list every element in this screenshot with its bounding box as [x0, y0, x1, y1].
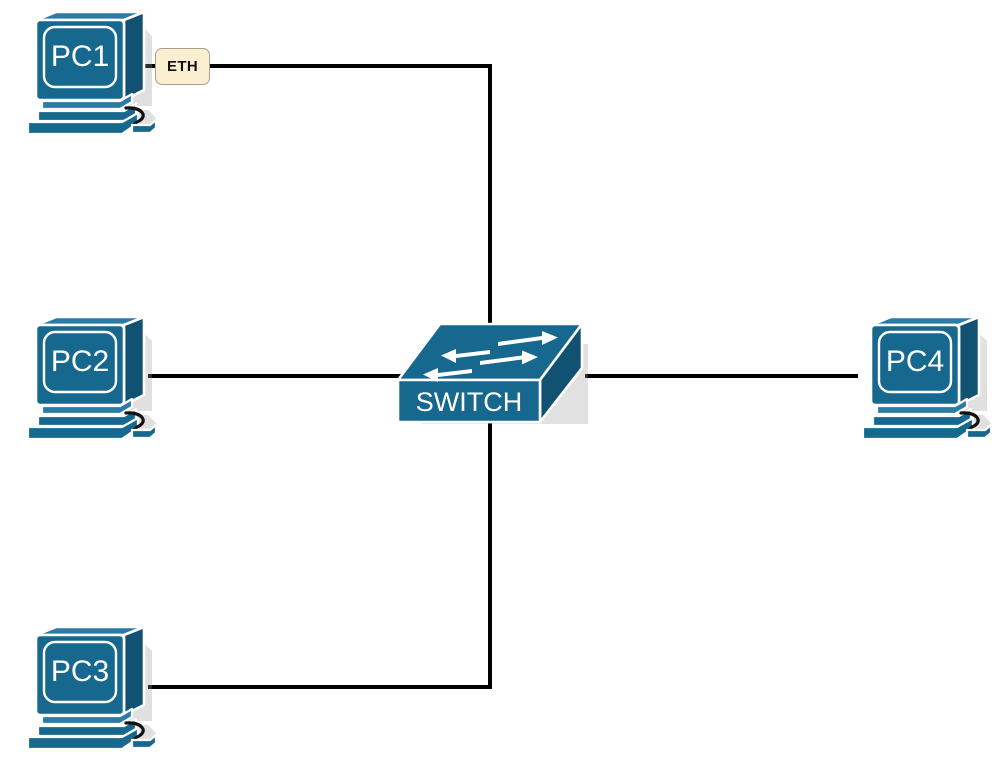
node-label-switch: SWITCH [416, 387, 522, 417]
node-pc2[interactable]: PC2 [20, 315, 160, 448]
mouse-icon [965, 423, 993, 440]
network-switch-icon: SWITCH [396, 322, 588, 424]
node-label-pc4: PC4 [886, 345, 944, 378]
node-label-pc1: PC1 [51, 40, 109, 73]
desktop-computer-icon: PC3 [26, 625, 158, 751]
link-pc3-switch [148, 410, 492, 689]
eth-label[interactable]: ETH [155, 48, 210, 85]
desktop-computer-icon: PC4 [861, 315, 993, 441]
node-pc3[interactable]: PC3 [20, 625, 160, 758]
node-label-pc3: PC3 [51, 655, 109, 688]
node-switch[interactable]: SWITCH [392, 318, 592, 443]
node-label-pc2: PC2 [51, 345, 109, 378]
desktop-computer-icon: PC1 [26, 10, 158, 136]
node-pc4[interactable]: PC4 [855, 315, 995, 448]
mouse-icon [130, 423, 158, 440]
link-pc1-switch [140, 64, 492, 345]
mouse-icon [130, 118, 158, 135]
mouse-icon [130, 733, 158, 750]
switch-arrows [423, 331, 558, 382]
desktop-computer-icon: PC2 [26, 315, 158, 441]
node-pc1[interactable]: PC1 [20, 10, 160, 143]
